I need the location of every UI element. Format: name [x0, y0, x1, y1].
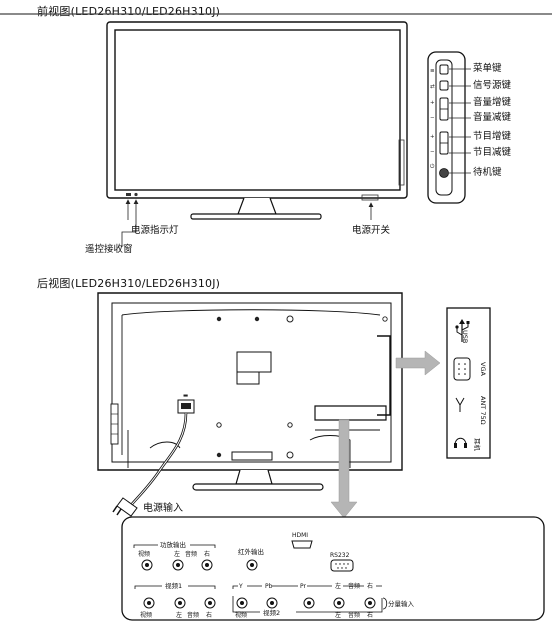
- video2-label: 视频2: [263, 609, 281, 617]
- component-y-label: Y: [239, 583, 243, 590]
- video2-left-label: 左: [335, 612, 342, 619]
- remote-receiver-label: 遥控接收窗: [85, 244, 133, 255]
- power-indicator-label: 电源指示灯: [131, 225, 179, 236]
- vga-label: VGA: [479, 362, 487, 376]
- power-cord: [112, 412, 188, 517]
- svg-text:−: −: [430, 115, 435, 121]
- amp-audio-label: 音频: [185, 551, 198, 558]
- video2-audio-label: 音频: [348, 612, 361, 619]
- side-connector-panel: [446, 307, 491, 459]
- svg-text:≡: ≡: [430, 68, 435, 74]
- video2-right-label: 右: [367, 612, 374, 619]
- rear-view-title: 后视图(LED26H310/LED26H310J): [37, 277, 221, 290]
- video2-video-label: 视频: [235, 612, 248, 619]
- volume-down-key-label: 音量减键: [473, 112, 512, 123]
- standby-key-label: 待机键: [473, 167, 502, 178]
- earphone-label: 耳机: [473, 438, 481, 451]
- channel-up-key-label: 节目增键: [473, 131, 512, 142]
- side-button-panel: ≡ ⇄ + − + − ⏻: [427, 51, 466, 204]
- source-key-label: 信号源键: [473, 80, 512, 91]
- hdmi-label: HDMI: [292, 532, 309, 539]
- front-view-title: 前视图(LED26H310/LED26H310J): [37, 5, 221, 18]
- volume-up-key-label: 音量增键: [473, 97, 512, 108]
- component-pr-label: Pr: [300, 583, 306, 590]
- component-left-label: 左: [335, 583, 342, 590]
- power-input-label: 电源输入: [143, 503, 183, 514]
- video1-label: 视频1: [165, 582, 183, 590]
- video1-left-label: 左: [176, 612, 183, 619]
- bottom-connector-panel: [121, 516, 545, 621]
- rs232-label: RS232: [330, 552, 350, 559]
- channel-down-key-label: 节目减键: [473, 147, 512, 158]
- svg-text:⏻: ⏻: [430, 163, 435, 170]
- amp-right-label: 右: [204, 551, 211, 558]
- svg-text:▬: ▬: [183, 393, 188, 399]
- menu-key-label: 菜单键: [473, 63, 502, 74]
- usb-label: USB: [461, 330, 469, 344]
- svg-text:⇄: ⇄: [430, 84, 435, 90]
- video1-video-label: 视频: [140, 612, 153, 619]
- amp-left-label: 左: [174, 551, 181, 558]
- antenna-label: ANT 75Ω: [479, 396, 487, 425]
- svg-text:+: +: [430, 134, 435, 140]
- ir-output-label: 红外输出: [238, 548, 264, 556]
- component-pb-label: Pb: [265, 583, 273, 590]
- amp-output-label: 功放输出: [160, 541, 186, 549]
- rear-tv: ▬: [97, 292, 403, 491]
- component-input-label: 分量输入: [388, 600, 414, 608]
- component-audio-label: 音频: [348, 583, 361, 590]
- component-right-label: 右: [367, 583, 374, 590]
- front-tv: [106, 21, 408, 220]
- video1-right-label: 右: [206, 612, 213, 619]
- svg-text:+: +: [430, 100, 435, 106]
- svg-text:−: −: [430, 149, 435, 155]
- power-switch-label: 电源开关: [352, 225, 391, 236]
- video1-audio-label: 音频: [187, 612, 200, 619]
- amp-video-label: 视频: [138, 551, 151, 558]
